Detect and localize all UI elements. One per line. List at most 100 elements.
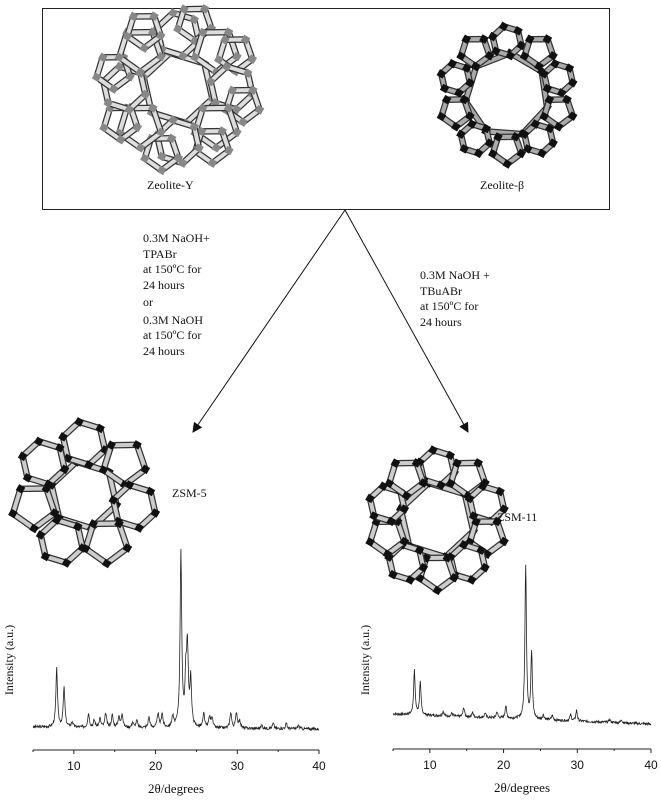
framework-node	[499, 504, 509, 514]
arrow-to-zsm5	[192, 209, 346, 433]
framework-node	[132, 122, 143, 133]
framework-node	[456, 51, 466, 61]
condition-line: at 150ºC for	[420, 299, 479, 313]
condition-line: 0.3M NaOH +	[420, 268, 490, 282]
framework-node	[465, 77, 475, 88]
framework-node	[155, 30, 166, 41]
framework-node	[197, 27, 208, 38]
framework-node	[441, 94, 452, 105]
zsm11-label: ZSM-11	[497, 510, 538, 524]
framework-node	[564, 63, 575, 73]
framework-node	[221, 61, 232, 72]
framework-node	[122, 543, 133, 553]
framework-node	[220, 35, 230, 45]
framework-node	[77, 543, 88, 553]
framework-node	[99, 122, 109, 133]
framework-node	[132, 440, 142, 450]
framework-node	[467, 119, 477, 129]
framework-node	[537, 148, 547, 159]
framework-node	[487, 31, 498, 42]
framework-node	[55, 443, 65, 453]
framework-node	[190, 52, 200, 62]
framework-node	[491, 46, 501, 56]
framework-node	[247, 54, 258, 64]
framework-node	[399, 504, 410, 514]
framework-node	[128, 11, 139, 22]
framework-node	[114, 518, 124, 529]
framework-node	[550, 58, 560, 69]
framework-node	[499, 536, 509, 547]
framework-node	[149, 11, 159, 21]
framework-node	[211, 143, 221, 153]
framework-node	[240, 34, 251, 45]
framework-node	[539, 111, 549, 122]
framework-node	[122, 31, 133, 42]
zeolite-beta-label: Zeolite-β	[480, 178, 525, 192]
x-tick-label: 10	[423, 758, 437, 772]
framework-node	[461, 34, 472, 45]
framework-node	[199, 4, 210, 14]
framework-node	[254, 104, 265, 115]
arrow-to-zsm11	[344, 209, 469, 433]
framework-node	[439, 83, 450, 94]
framework-node	[74, 417, 84, 427]
condition-line: at 150ºC for	[143, 262, 202, 276]
framework-node	[196, 126, 207, 137]
framework-node	[479, 34, 489, 44]
framework-node	[197, 103, 208, 114]
framework-node	[556, 88, 567, 98]
framework-node	[382, 549, 393, 559]
framework-node	[544, 123, 555, 134]
framework-node	[214, 54, 224, 65]
y-axis-label: Intensity (a.u.)	[2, 625, 16, 695]
framework-node	[445, 478, 456, 489]
framework-node	[91, 72, 102, 82]
framework-node	[459, 144, 470, 154]
framework-node	[207, 158, 218, 168]
framework-node	[140, 153, 150, 164]
zsm5-structure	[8, 417, 161, 569]
framework-node	[168, 115, 178, 125]
framework-node	[505, 50, 516, 61]
framework-node	[145, 486, 156, 497]
framework-node	[43, 479, 54, 490]
framework-node	[449, 572, 459, 583]
zsm5-label: ZSM-5	[172, 486, 207, 500]
framework-node	[59, 464, 70, 475]
framework-node	[232, 127, 242, 138]
framework-node	[35, 530, 46, 540]
framework-node	[454, 88, 464, 98]
framework-node	[484, 138, 495, 148]
framework-node	[58, 432, 68, 442]
framework-node	[156, 127, 166, 138]
framework-node	[108, 495, 119, 505]
framework-node	[461, 63, 472, 73]
framework-node	[205, 76, 216, 87]
framework-node	[542, 34, 553, 44]
framework-node	[232, 51, 242, 62]
framework-node	[544, 94, 555, 105]
left-synthesis-conditions: 0.3M NaOH+ TPABr at 150ºC for 24 hours o…	[143, 231, 210, 359]
framework-node	[473, 458, 483, 468]
framework-node	[156, 165, 167, 176]
framework-node	[399, 536, 410, 547]
framework-node	[401, 490, 412, 501]
zsm11-structure	[365, 445, 509, 596]
framework-node	[189, 121, 199, 132]
x-axis-label: 2θ/degrees	[148, 781, 204, 796]
framework-node	[384, 478, 394, 489]
framework-node	[432, 585, 443, 596]
framework-node	[33, 436, 44, 447]
framework-node	[178, 51, 188, 61]
framework-node	[470, 61, 481, 72]
framework-node	[101, 558, 112, 569]
framework-node	[22, 472, 33, 483]
framework-node	[84, 460, 94, 470]
framework-node	[553, 121, 564, 132]
framework-node	[40, 551, 51, 562]
framework-node	[173, 24, 183, 34]
framework-node	[223, 103, 234, 113]
framework-node	[98, 465, 109, 475]
x-axis-label: 2θ/degrees	[494, 780, 550, 795]
